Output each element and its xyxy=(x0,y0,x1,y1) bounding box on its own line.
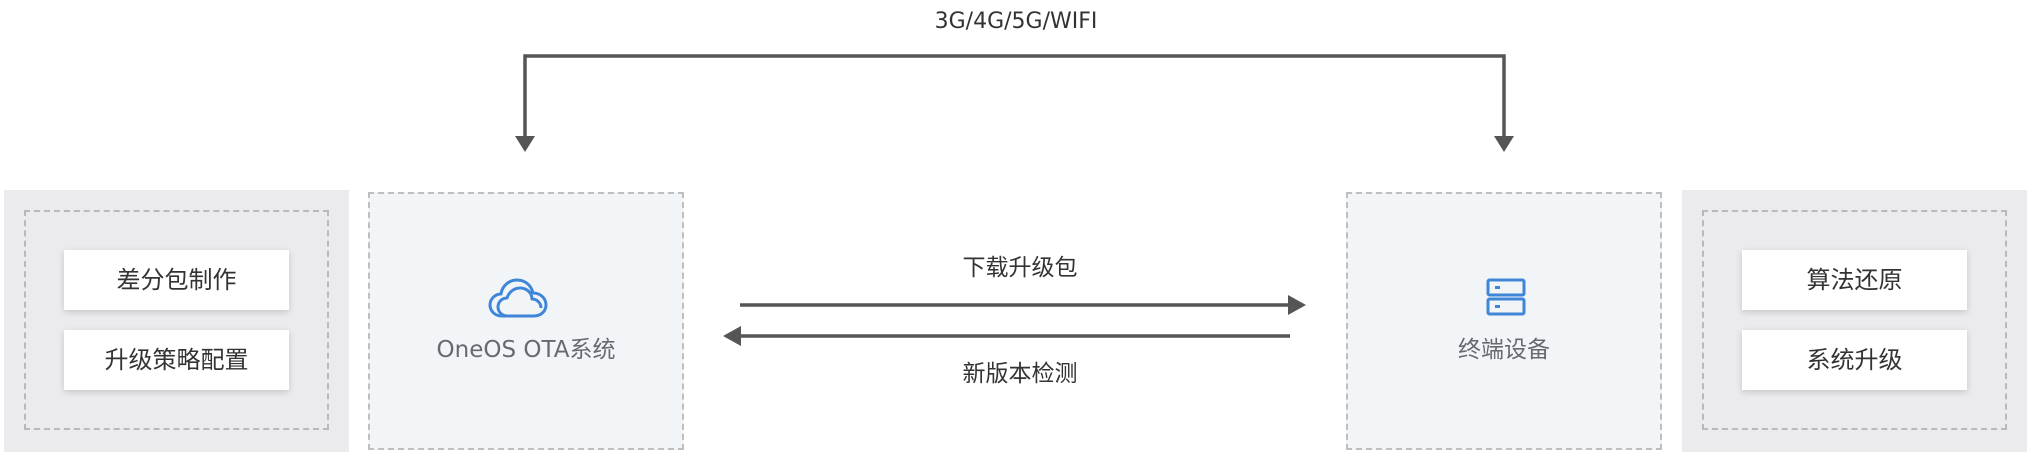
download-package-label: 下载升级包 xyxy=(962,255,1078,281)
left-panel: 差分包制作 升级策略配置 xyxy=(4,190,349,452)
ota-system-box: OneOS OTA系统 xyxy=(368,192,684,450)
network-label: 3G/4G/5G/WIFI xyxy=(934,9,1098,34)
arrow-down-right xyxy=(1494,136,1514,152)
diff-package-button[interactable]: 差分包制作 xyxy=(64,250,289,310)
system-upgrade-button[interactable]: 系统升级 xyxy=(1742,330,1967,390)
network-bracket-line xyxy=(523,54,1506,140)
new-version-check-label: 新版本检测 xyxy=(962,361,1078,387)
right-panel-inner xyxy=(1702,210,2007,430)
algorithm-restore-button[interactable]: 算法还原 xyxy=(1742,250,1967,310)
server-icon xyxy=(1486,278,1526,316)
cloud-icon xyxy=(488,278,548,318)
download-arrowhead xyxy=(1288,295,1306,315)
right-panel: 算法还原 系统升级 xyxy=(1682,190,2027,452)
terminal-device-label: 终端设备 xyxy=(1458,337,1550,363)
terminal-device-box: 终端设备 xyxy=(1346,192,1662,450)
ota-system-label: OneOS OTA系统 xyxy=(436,337,616,363)
left-panel-inner xyxy=(24,210,329,430)
check-arrowhead xyxy=(723,326,741,346)
arrow-down-left xyxy=(515,136,535,152)
upgrade-strategy-button[interactable]: 升级策略配置 xyxy=(64,330,289,390)
